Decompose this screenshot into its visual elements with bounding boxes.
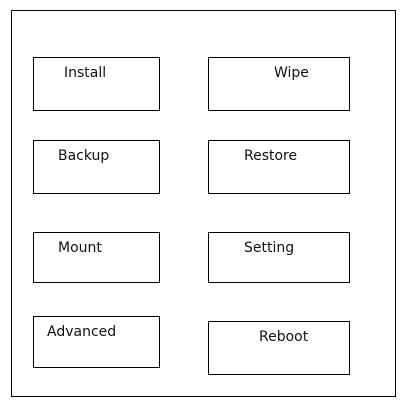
reboot-button[interactable]: Reboot — [208, 321, 350, 375]
backup-button-label: Backup — [58, 148, 110, 164]
restore-button[interactable]: Restore — [208, 140, 350, 194]
wipe-button-label: Wipe — [274, 65, 309, 81]
advanced-button[interactable]: Advanced — [33, 316, 160, 368]
install-button[interactable]: Install — [33, 57, 160, 111]
mount-button[interactable]: Mount — [33, 232, 160, 283]
mount-button-label: Mount — [58, 240, 102, 256]
reboot-button-label: Reboot — [259, 329, 309, 345]
setting-button[interactable]: Setting — [208, 232, 350, 283]
backup-button[interactable]: Backup — [33, 140, 160, 194]
restore-button-label: Restore — [244, 148, 298, 164]
wipe-button[interactable]: Wipe — [208, 57, 350, 111]
install-button-label: Install — [64, 65, 107, 81]
setting-button-label: Setting — [244, 240, 295, 256]
advanced-button-label: Advanced — [47, 324, 117, 340]
